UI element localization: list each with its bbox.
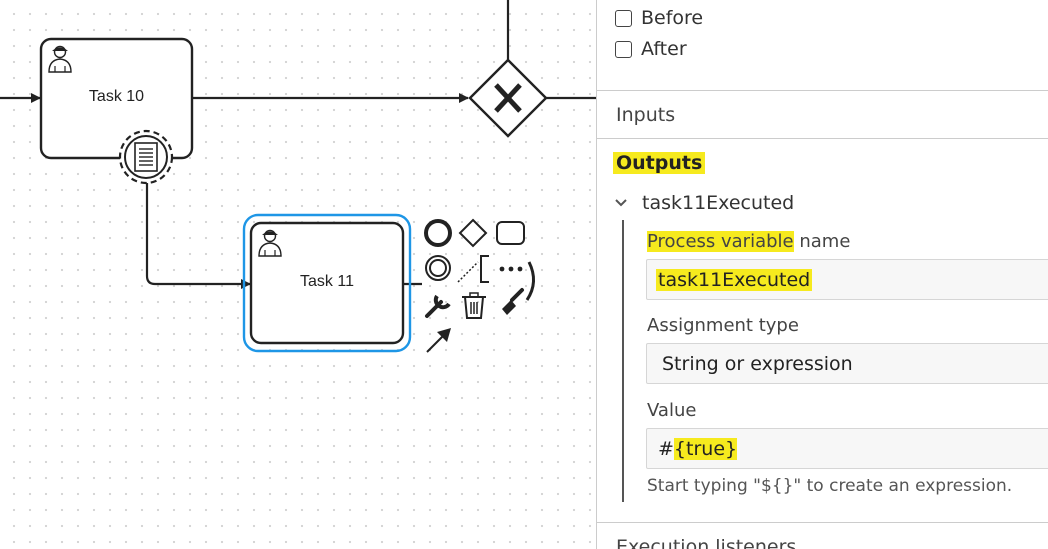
value-input[interactable]: #{true} xyxy=(646,428,1048,469)
checkbox-before[interactable]: Before xyxy=(615,7,703,29)
connect-arrow-icon[interactable] xyxy=(426,328,451,353)
group-indent-bar xyxy=(622,220,624,502)
value-label: Value xyxy=(647,400,697,421)
checkbox-box[interactable] xyxy=(615,40,632,58)
expression-hint: Start typing "${}" to create an expressi… xyxy=(647,476,1013,496)
process-variable-value: task11Executed xyxy=(656,268,813,291)
task-11[interactable] xyxy=(249,221,405,345)
outputs-header-text: Outputs xyxy=(613,152,706,174)
diagram-svg xyxy=(0,0,596,353)
paint-brush-icon[interactable] xyxy=(502,288,524,315)
more-options-icon[interactable] xyxy=(499,266,523,272)
process-variable-input[interactable]: task11Executed xyxy=(646,259,1048,300)
process-variable-label: Process variable name xyxy=(647,231,850,252)
process-variable-label-rest: name xyxy=(793,231,851,252)
document-boundary-event[interactable] xyxy=(118,129,174,185)
append-task-icon[interactable] xyxy=(496,221,525,245)
value-highlight: {true} xyxy=(673,437,738,460)
output-item-header[interactable]: task11Executed xyxy=(614,192,794,214)
divider xyxy=(597,90,1048,91)
value-prefix: # xyxy=(658,437,674,460)
outputs-header[interactable]: Outputs xyxy=(613,152,706,174)
divider xyxy=(597,138,1048,139)
process-variable-label-highlight: Process variable xyxy=(647,231,794,252)
divider xyxy=(597,522,1048,523)
bpmn-canvas[interactable]: Task 10 Task 11 xyxy=(0,0,596,549)
append-end-event-icon[interactable] xyxy=(424,219,452,247)
loop-marker-icon[interactable] xyxy=(525,261,535,301)
exclusive-gateway[interactable] xyxy=(468,58,548,138)
chevron-down-icon xyxy=(615,199,627,207)
checkbox-after[interactable]: After xyxy=(615,38,687,60)
properties-panel: Before After Inputs Outputs task11Execut… xyxy=(596,0,1048,549)
task-10[interactable] xyxy=(39,37,194,160)
inputs-header[interactable]: Inputs xyxy=(616,104,676,126)
wrench-icon[interactable] xyxy=(425,294,451,318)
user-task-icon xyxy=(258,229,282,257)
execution-listeners-header[interactable]: Execution listeners xyxy=(616,536,797,549)
assignment-type-value: String or expression xyxy=(662,352,853,375)
flow-task10-task11[interactable] xyxy=(145,183,251,289)
checkbox-before-label: Before xyxy=(641,7,704,29)
text-annotation-icon[interactable] xyxy=(457,255,489,283)
assignment-type-label: Assignment type xyxy=(647,315,799,336)
output-item-name: task11Executed xyxy=(642,192,795,214)
task-11-label: Task 11 xyxy=(300,273,354,290)
assignment-type-select[interactable]: String or expression xyxy=(646,343,1048,384)
user-task-icon xyxy=(48,45,72,73)
context-pad xyxy=(424,218,535,353)
checkbox-after-label: After xyxy=(641,38,687,60)
trash-icon[interactable] xyxy=(462,292,486,319)
append-intermediate-event-icon[interactable] xyxy=(425,255,451,281)
append-gateway-icon[interactable] xyxy=(458,218,488,248)
task-10-label: Task 10 xyxy=(88,88,145,105)
selection-outline xyxy=(242,213,412,353)
checkbox-box[interactable] xyxy=(615,9,632,27)
